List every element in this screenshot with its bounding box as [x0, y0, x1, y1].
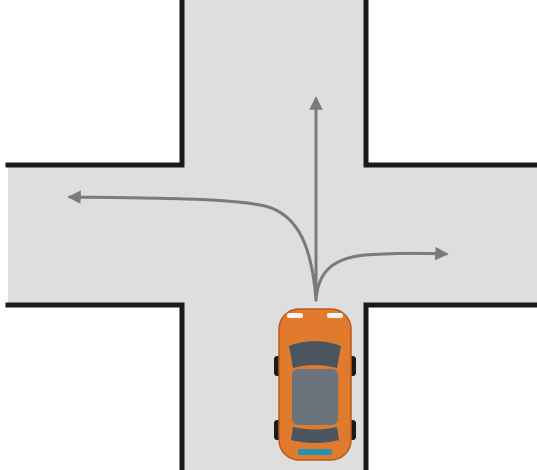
- arrow-right-icon: [314, 246, 449, 302]
- horizontal-road: [8, 165, 537, 305]
- curb-bottom-left: [5, 302, 185, 470]
- curb-bottom-right: [363, 302, 537, 470]
- direction-arrows: [67, 96, 449, 302]
- car-headlight-left: [287, 313, 303, 318]
- curb-top-right: [363, 0, 537, 168]
- road-surface: [8, 0, 537, 470]
- curb-top-left: [5, 0, 185, 168]
- curbs: [5, 0, 537, 470]
- car-body-outline: [278, 308, 352, 461]
- car-rear-window: [291, 427, 339, 443]
- car-icon: [274, 308, 356, 461]
- car-rear-light: [298, 449, 332, 455]
- car-windshield: [289, 341, 341, 368]
- car-roof: [292, 369, 338, 425]
- arrow-left-icon: [67, 190, 318, 302]
- car-headlight-right: [327, 313, 343, 318]
